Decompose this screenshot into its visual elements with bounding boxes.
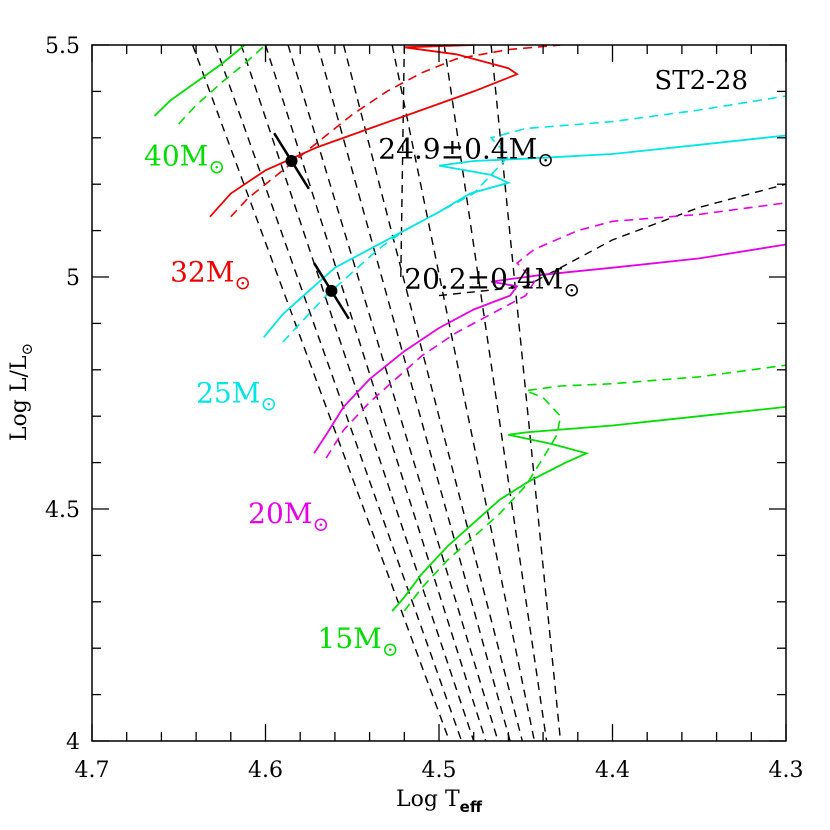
x-tick-label: 4.3 [769, 758, 804, 783]
y-tick-label: 5.5 [45, 34, 80, 59]
track-label-25m: 25M⊙ [196, 376, 277, 415]
isochrone-line-1 [191, 45, 451, 741]
x-axis-title: Log Teff [396, 787, 483, 816]
chart-title: ST2-28 [654, 66, 748, 96]
evolutionary-tracks [153, 45, 786, 612]
x-tick-label: 4.7 [75, 758, 110, 783]
track-32m-dashed [230, 45, 561, 218]
x-tick-label: 4.4 [595, 758, 630, 783]
track-labels: 40M⊙32M⊙25M⊙20M⊙15M⊙ [144, 140, 399, 662]
isochrone-line-7 [342, 45, 523, 741]
sun-symbol: ⊙ [382, 637, 399, 661]
track-40m-solid [153, 45, 246, 117]
x-tick-label: 4.6 [248, 758, 283, 783]
sun-symbol: ⊙ [563, 278, 580, 302]
measurement-label-1: 24.9±0.4M⊙ [378, 133, 554, 172]
track-15m-solid [391, 406, 786, 612]
track-40m-dashed [178, 45, 267, 125]
measurement-label-text: 24.9±0.4M [378, 133, 537, 166]
track-label-text: 40M [144, 140, 208, 173]
track-20m-dashed [325, 202, 786, 459]
track-25m-solid [263, 134, 786, 338]
sun-symbol: ⊙ [260, 391, 277, 415]
sun-symbol: ⊙ [208, 155, 225, 179]
measurement-point-1 [285, 155, 298, 167]
x-axis-title-subscript: eff [460, 798, 483, 816]
isochrone-line-10 [490, 45, 562, 741]
isochrone-line-8 [391, 45, 536, 741]
measurement-label-text: 20.2±0.4M [404, 263, 563, 296]
measurement-points: 24.9±0.4M⊙20.2±0.4M⊙ [273, 132, 580, 320]
track-label-text: 25M [196, 376, 260, 409]
track-label-text: 32M [170, 256, 234, 289]
y-tick-labels: 4 4.5 5 5.5 [45, 34, 80, 755]
y-tick-label: 4.5 [45, 498, 80, 523]
axis-ticks [91, 44, 787, 742]
isochrone-line-11 [438, 183, 786, 297]
track-label-text: 20M [248, 497, 312, 530]
isochrone-line-12 [400, 45, 405, 278]
track-label-32m: 32M⊙ [170, 256, 251, 295]
sun-symbol: ⊙ [312, 512, 329, 536]
isochrone-line-5 [287, 45, 499, 741]
measurement-label-2: 20.2±0.4M⊙ [404, 263, 580, 302]
measurement-point-2 [325, 284, 338, 297]
y-tick-label: 5 [66, 266, 80, 291]
sun-symbol: ⊙ [537, 148, 554, 172]
track-32m-solid [209, 45, 519, 218]
track-15m-dashed [403, 364, 786, 612]
track-label-20m: 20M⊙ [248, 497, 329, 536]
isochrone-line-4 [264, 45, 487, 741]
y-axis-title-subscript: ⊙ [18, 343, 36, 356]
y-tick-label: 4 [66, 730, 80, 755]
track-label-40m: 40M⊙ [144, 140, 225, 179]
isochrone-line-9 [443, 45, 548, 741]
track-20m-solid [313, 243, 786, 454]
sun-symbol: ⊙ [234, 271, 251, 295]
track-label-text: 15M [318, 622, 382, 655]
x-tick-label: 4.5 [422, 758, 457, 783]
x-tick-labels: 4.7 4.6 4.5 4.4 4.3 [75, 758, 804, 783]
y-axis-title: Log L/L⊙ [7, 343, 36, 441]
isochrone-line-2 [214, 45, 463, 741]
track-label-15m: 15M⊙ [318, 622, 399, 661]
